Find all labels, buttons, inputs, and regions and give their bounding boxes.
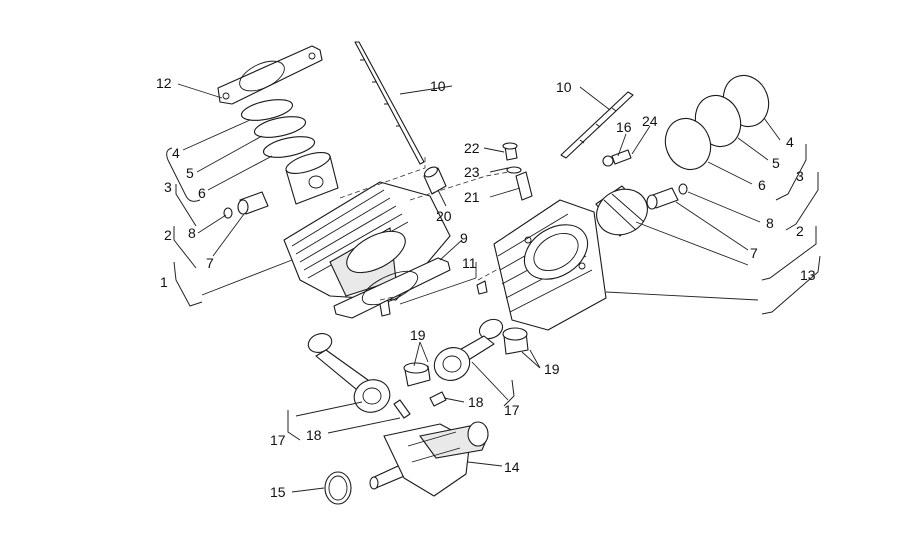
- callout-10-right: 10: [556, 79, 572, 95]
- callout-7-right: 7: [750, 245, 758, 261]
- callout-15: 15: [270, 484, 286, 500]
- cylinder-right: [493, 199, 607, 331]
- base-gasket: [333, 257, 451, 319]
- callout-4-left: 4: [172, 145, 180, 161]
- crankshaft: [369, 421, 489, 497]
- callout-8-left: 8: [188, 225, 196, 241]
- callout-8-right: 8: [766, 215, 774, 231]
- bearing-shells: [403, 327, 529, 387]
- screw-and-washer: [602, 149, 632, 167]
- callout-18-right: 18: [468, 394, 484, 410]
- cylinder-left: [283, 181, 451, 301]
- callout-19-right: 19: [544, 361, 560, 377]
- connecting-rod-left: [307, 333, 391, 413]
- circlip-right: [678, 183, 688, 195]
- callout-19-left: 19: [410, 327, 426, 343]
- callout-11: 11: [462, 255, 477, 271]
- circlip-left: [223, 207, 233, 219]
- callout-18-left: 18: [306, 427, 322, 443]
- callout-6-left: 6: [198, 185, 206, 201]
- grouping-brackets: [166, 144, 821, 441]
- callout-17-left: 17: [270, 432, 286, 448]
- callout-16: 16: [616, 119, 632, 135]
- connecting-rod-right: [433, 318, 504, 381]
- callout-21: 21: [464, 189, 480, 205]
- callout-14: 14: [504, 459, 520, 475]
- callout-2-left: 2: [164, 227, 172, 243]
- piston-pin-left: [237, 191, 269, 215]
- callout-22: 22: [464, 140, 480, 156]
- callout-9: 9: [460, 230, 468, 246]
- callout-10-left: 10: [430, 78, 446, 94]
- circlip-crank: [324, 471, 352, 505]
- callout-12: 12: [156, 75, 172, 91]
- callout-7-left: 7: [206, 255, 214, 271]
- stud-right: [560, 91, 634, 159]
- piston-pin-right: [646, 187, 679, 210]
- callout-13: 13: [800, 267, 816, 283]
- piston-left: [285, 152, 339, 205]
- head-gasket-left: [217, 45, 323, 105]
- callout-3-left: 3: [164, 179, 172, 195]
- oil-fitting: [502, 142, 533, 201]
- callout-labels: 12 10 4 5 6 3 8 2 7 1 20 9 11 10 22 23 2…: [156, 75, 816, 500]
- piston-rings-left: [240, 99, 316, 158]
- leader-lines: [177, 83, 781, 493]
- callout-20: 20: [436, 208, 452, 224]
- callout-24: 24: [642, 113, 658, 129]
- piston-right: [595, 185, 648, 237]
- callout-4-right: 4: [786, 134, 794, 150]
- piston-rings-right: [664, 74, 770, 171]
- dowel-sleeve: [423, 166, 447, 195]
- callout-17-right: 17: [504, 402, 520, 418]
- stud-left: [354, 41, 425, 165]
- callout-23: 23: [464, 164, 480, 180]
- conrod-bolts: [393, 391, 447, 419]
- callout-5-left: 5: [186, 165, 194, 181]
- callout-5-right: 5: [772, 155, 780, 171]
- small-dowel: [379, 280, 488, 317]
- callout-1: 1: [160, 274, 168, 290]
- callout-6-right: 6: [758, 177, 766, 193]
- callout-2-right: 2: [796, 223, 804, 239]
- callout-3-right: 3: [796, 168, 804, 184]
